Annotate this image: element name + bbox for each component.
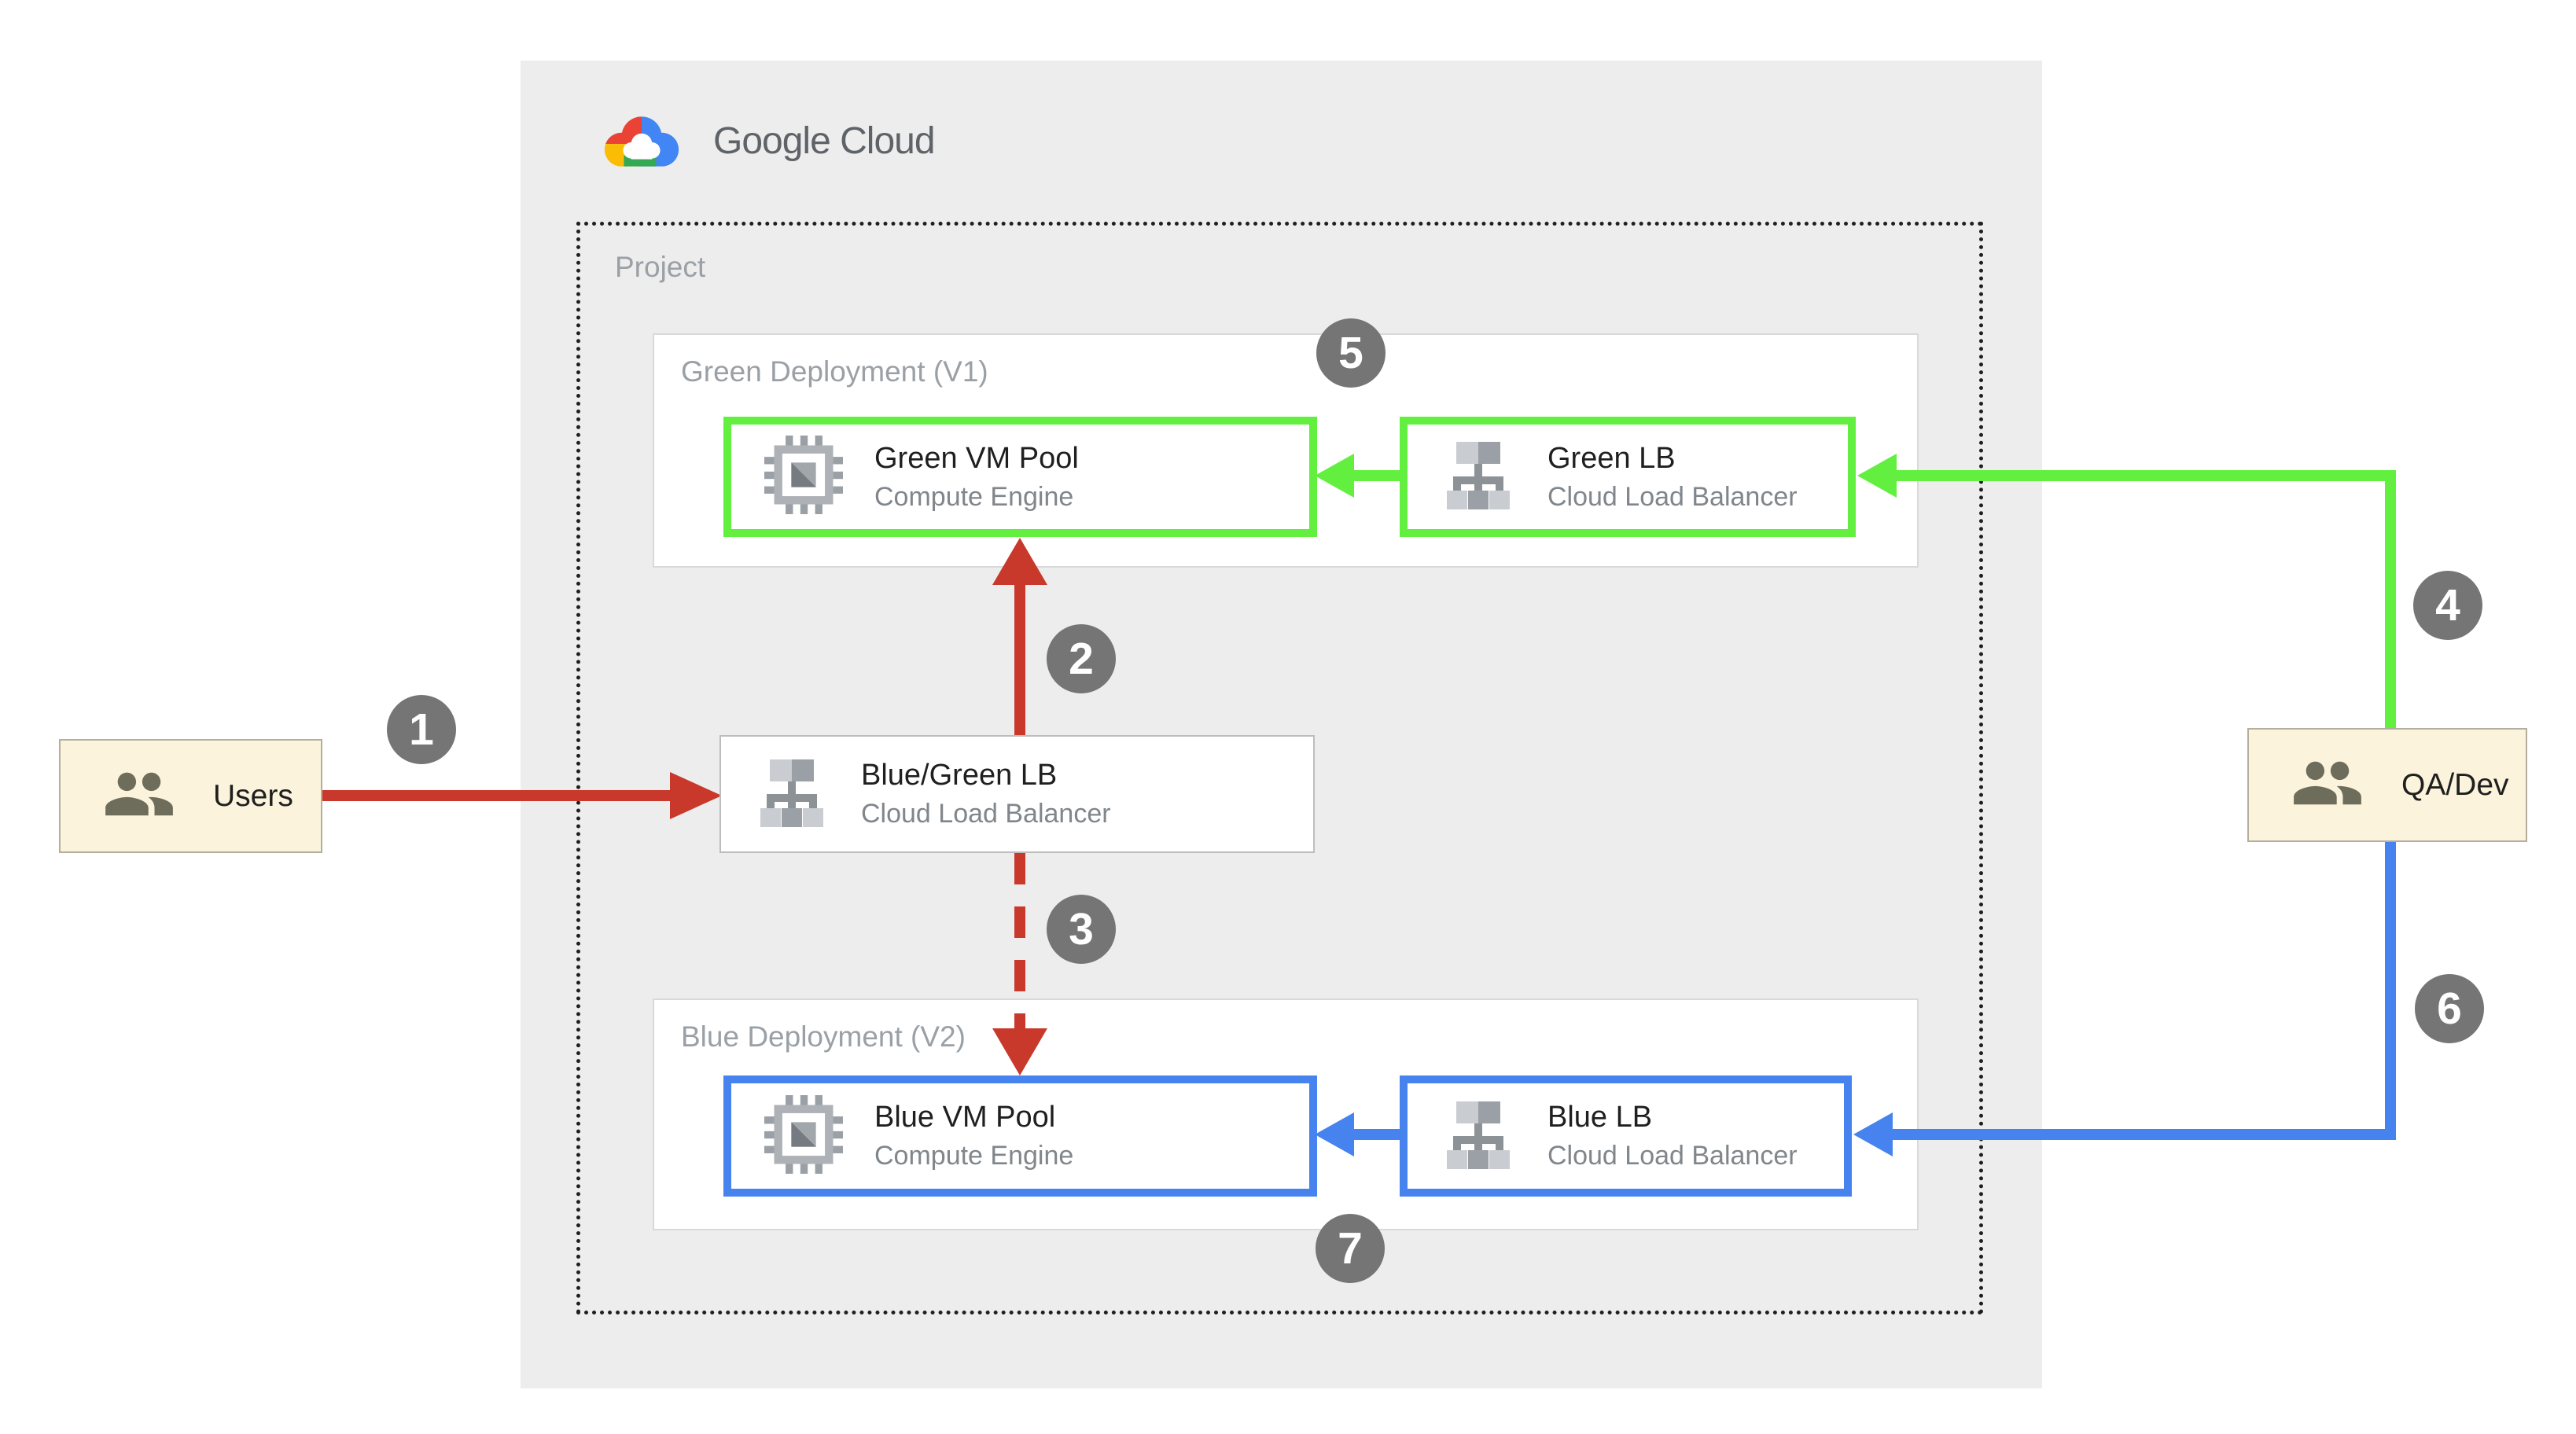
qadev-label: QA/Dev xyxy=(2401,767,2509,802)
load-balancer-icon xyxy=(1441,437,1516,517)
google-cloud-logo-row: Google Cloud xyxy=(594,108,936,173)
step-badge-7: 7 xyxy=(1316,1214,1385,1283)
green-deployment-label: Green Deployment (V1) xyxy=(681,355,988,388)
blue-vm-pool-subtitle: Compute Engine xyxy=(874,1141,1074,1171)
arrow-users-to-router xyxy=(322,790,672,801)
green-lb-node: Green LB Cloud Load Balancer xyxy=(1400,417,1856,537)
green-vm-pool-title: Green VM Pool xyxy=(874,441,1079,475)
step-badge-1: 1 xyxy=(387,695,456,764)
blue-green-lb-title: Blue/Green LB xyxy=(861,759,1058,792)
qadev-node: QA/Dev xyxy=(2247,728,2527,842)
users-label: Users xyxy=(213,778,293,813)
google-cloud-logo-icon xyxy=(594,108,690,173)
arrowhead-green-lb-to-green-vm xyxy=(1315,454,1354,498)
project-label: Project xyxy=(615,251,706,283)
compute-engine-icon xyxy=(764,1094,843,1178)
load-balancer-icon xyxy=(1441,1097,1516,1176)
dashed-arrow-router-to-blue-vm xyxy=(1014,853,1025,1032)
blue-deployment-label: Blue Deployment (V2) xyxy=(681,1020,966,1053)
green-vm-pool-node: Green VM Pool Compute Engine xyxy=(723,417,1317,537)
arrow-blue-lb-to-blue-vm xyxy=(1351,1129,1400,1140)
arrow-router-to-green-vm xyxy=(1014,583,1025,735)
blue-green-lb-subtitle: Cloud Load Balancer xyxy=(861,799,1111,829)
users-icon xyxy=(2290,752,2365,818)
step-badge-3: 3 xyxy=(1047,895,1116,964)
route-qadev-to-blue-lb-horizontal xyxy=(1888,1129,2396,1140)
blue-lb-subtitle: Cloud Load Balancer xyxy=(1547,1141,1798,1171)
project-boundary: Project xyxy=(576,222,1983,1314)
arrow-green-lb-to-green-vm xyxy=(1351,470,1400,481)
blue-lb-title: Blue LB xyxy=(1547,1101,1653,1134)
arrowhead-router-to-blue-vm xyxy=(992,1028,1047,1076)
blue-vm-pool-title: Blue VM Pool xyxy=(874,1101,1056,1134)
route-qadev-to-blue-lb-vertical xyxy=(2385,841,2396,1140)
route-qadev-to-green-lb-horizontal xyxy=(1892,470,2396,481)
compute-engine-icon xyxy=(764,436,843,518)
step-badge-4: 4 xyxy=(2413,571,2482,640)
blue-lb-node: Blue LB Cloud Load Balancer xyxy=(1400,1076,1852,1197)
arrowhead-users-to-router xyxy=(670,772,722,819)
step-badge-5: 5 xyxy=(1316,318,1386,388)
green-lb-subtitle: Cloud Load Balancer xyxy=(1547,481,1798,512)
step-badge-2: 2 xyxy=(1047,624,1116,693)
users-icon xyxy=(101,763,177,829)
step-badge-6: 6 xyxy=(2415,974,2484,1043)
arrowhead-router-to-green-vm xyxy=(992,538,1047,585)
arrowhead-blue-lb-to-blue-vm xyxy=(1315,1112,1354,1156)
arrowhead-qadev-to-green-lb xyxy=(1857,454,1897,498)
google-cloud-wordmark: Google Cloud xyxy=(713,120,936,162)
blue-vm-pool-node: Blue VM Pool Compute Engine xyxy=(723,1076,1317,1197)
users-node: Users xyxy=(59,739,322,853)
blue-green-lb-node: Blue/Green LB Cloud Load Balancer xyxy=(719,735,1315,853)
load-balancer-icon xyxy=(754,755,830,834)
green-lb-title: Green LB xyxy=(1547,441,1676,475)
route-qadev-to-green-lb-vertical xyxy=(2385,470,2396,728)
green-vm-pool-subtitle: Compute Engine xyxy=(874,481,1074,512)
arrowhead-qadev-to-blue-lb xyxy=(1853,1112,1893,1156)
